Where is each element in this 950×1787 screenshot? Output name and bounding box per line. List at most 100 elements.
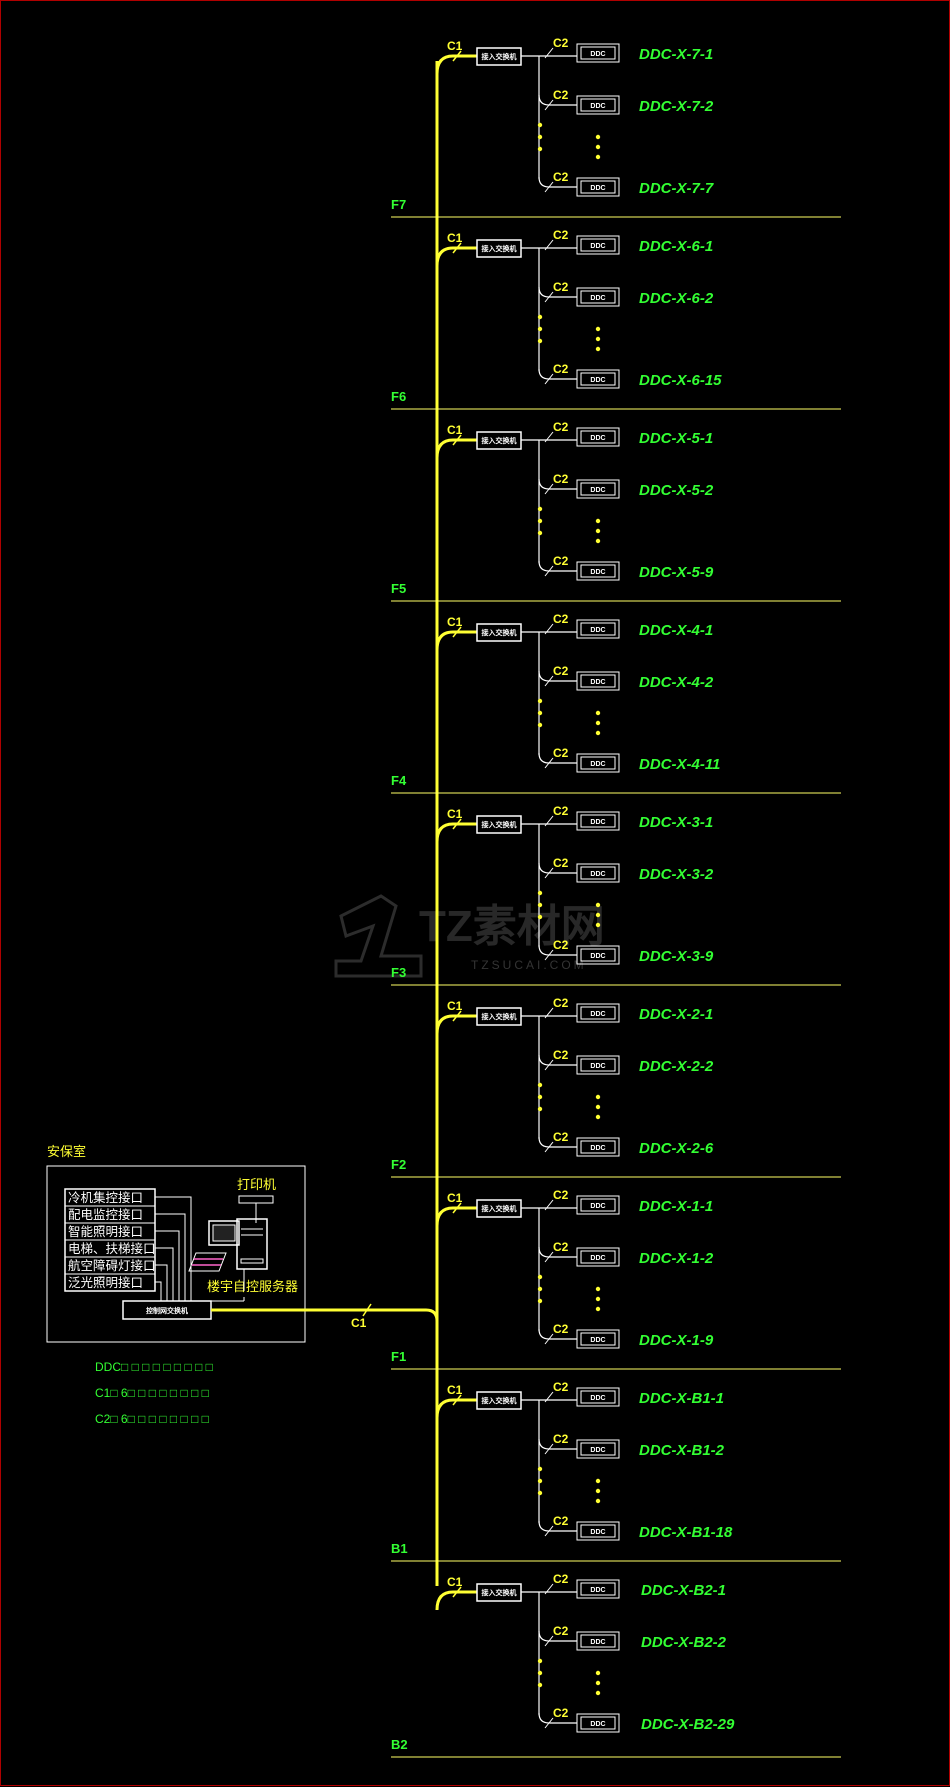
ddc-box-label: DDC <box>590 1255 605 1262</box>
c1-label: C1 <box>447 423 463 437</box>
floor-label: F4 <box>391 773 407 788</box>
control-switch-label: 控制网交换机 <box>146 1306 188 1315</box>
security-room-title: 安保室 <box>47 1144 86 1159</box>
ddc-name-label: DDC-X-B2-1 <box>641 1582 726 1599</box>
c1-branch-line <box>435 1590 477 1611</box>
ddc-name-label: DDC-X-2-1 <box>639 1006 713 1023</box>
ddc-name-label: DDC-X-1-9 <box>639 1332 714 1349</box>
ddc-box <box>576 1137 620 1157</box>
c1-branch-line <box>435 246 477 267</box>
interface-item: 冷机集控接口 <box>68 1190 143 1205</box>
c2-label: C2 <box>553 1240 569 1254</box>
legend-item-ddc: DDC□ □ □ □ □ □ □ □ □ <box>95 1360 213 1374</box>
ddc-box-label: DDC <box>590 185 605 192</box>
c2-label: C2 <box>553 746 569 760</box>
ddc-name-label: DDC-X-6-2 <box>639 290 714 307</box>
ddc-name-label: DDC-X-4-2 <box>639 674 714 691</box>
ddc-name-label: DDC-X-B2-2 <box>641 1634 727 1651</box>
c2-label: C2 <box>553 996 569 1010</box>
trunk-c1-label: C1 <box>351 1316 367 1330</box>
ddc-name-label: DDC-X-3-2 <box>639 866 714 883</box>
ddc-box-label: DDC <box>590 1721 605 1728</box>
ddc-box <box>576 1003 620 1023</box>
ddc-name-label: DDC-X-4-11 <box>639 756 720 773</box>
legend-item-c1: C1□ 6□ □ □ □ □ □ □ □ <box>95 1386 209 1400</box>
ddc-name-label: DDC-X-3-1 <box>639 814 713 831</box>
ellipsis-dots <box>537 1082 601 1120</box>
c1-label: C1 <box>447 1383 463 1397</box>
c2-label: C2 <box>553 612 569 626</box>
ddc-box-label: DDC <box>590 679 605 686</box>
interface-item: 电梯、扶梯接口 <box>68 1241 156 1256</box>
security-room: 安保室 冷机集控接口配电监控接口智能照明接口电梯、扶梯接口航空障碍灯接口泛光照明… <box>46 1144 439 1343</box>
floor-label: F6 <box>391 389 406 404</box>
c2-label: C2 <box>553 420 569 434</box>
ddc-name-label: DDC-X-5-2 <box>639 482 714 499</box>
ddc-box <box>576 1329 620 1349</box>
c2-label: C2 <box>553 228 569 242</box>
ddc-box-label: DDC <box>590 1337 605 1344</box>
ddc-box-label: DDC <box>590 1011 605 1018</box>
ddc-name-label: DDC-X-B1-1 <box>639 1390 724 1407</box>
c2-label: C2 <box>553 554 569 568</box>
ellipsis-dots <box>537 1658 601 1696</box>
ddc-name-label: DDC-X-7-7 <box>639 180 714 197</box>
c1-label: C1 <box>447 1575 463 1589</box>
c1-label: C1 <box>447 1191 463 1205</box>
ddc-box <box>576 177 620 197</box>
c2-label: C2 <box>553 1188 569 1202</box>
legend-item-c2: C2□ 6□ □ □ □ □ □ □ □ <box>95 1412 209 1426</box>
c2-label: C2 <box>553 856 569 870</box>
ddc-name-label: DDC-X-B1-18 <box>639 1524 733 1541</box>
legend: DDC□ □ □ □ □ □ □ □ □ C1□ 6□ □ □ □ □ □ □ … <box>95 1360 213 1426</box>
ddc-box-label: DDC <box>590 377 605 384</box>
watermark: TZ素材网 TZSUCAI.COM <box>334 894 605 978</box>
c1-label: C1 <box>447 39 463 53</box>
ddc-box <box>576 945 620 965</box>
computer-icon <box>188 1218 268 1272</box>
ddc-box <box>576 811 620 831</box>
ellipsis-dots <box>537 1466 601 1504</box>
ddc-box <box>576 561 620 581</box>
access-switch-label: 接入交换机 <box>482 1588 517 1597</box>
interface-item: 泛光照明接口 <box>68 1275 143 1290</box>
ddc-name-label: DDC-X-4-1 <box>639 622 713 639</box>
c1-label: C1 <box>447 999 463 1013</box>
security-room-frame <box>46 1165 306 1343</box>
c2-label: C2 <box>553 472 569 486</box>
c1-label: C1 <box>447 615 463 629</box>
ddc-box-label: DDC <box>590 1639 605 1646</box>
access-switch-label: 接入交换机 <box>482 1012 517 1021</box>
ddc-box-label: DDC <box>590 1145 605 1152</box>
floor-label: F7 <box>391 197 406 212</box>
access-switch-label: 接入交换机 <box>482 628 517 637</box>
ddc-name-label: DDC-X-7-1 <box>639 46 713 63</box>
ddc-box-label: DDC <box>590 1587 605 1594</box>
ddc-box-label: DDC <box>590 1447 605 1454</box>
ddc-name-label: DDC-X-B1-2 <box>639 1442 725 1459</box>
floor-label: F5 <box>391 581 406 596</box>
ellipsis-dots <box>537 122 601 160</box>
c1-branch-line <box>435 1398 477 1419</box>
ddc-box <box>576 671 620 691</box>
